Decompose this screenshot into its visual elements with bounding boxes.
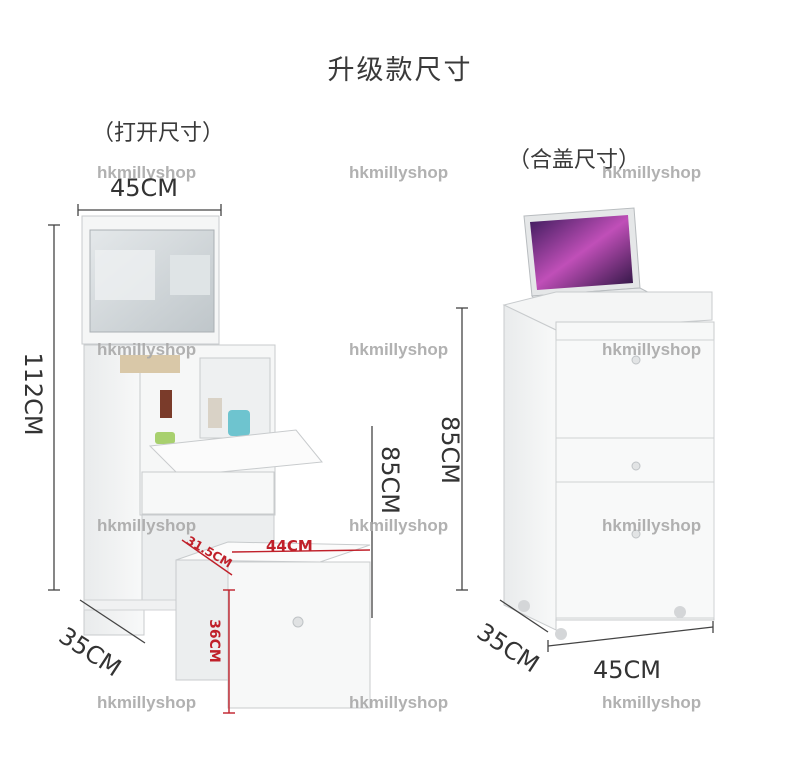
page-title: 升级款尺寸 [327,55,473,86]
watermark: hkmillyshop [97,516,197,535]
desk-height-label: 85CM [376,445,404,514]
open-vanity [81,215,323,636]
open-height-label: 112CM [19,352,47,436]
closed-height-label: 85CM [436,415,464,484]
watermark: hkmillyshop [602,163,702,182]
stool-width-label: 44CM [266,537,313,555]
closed-size-label: （合盖尺寸） [508,148,641,173]
stool-height-label: 36CM [206,619,222,663]
watermark: hkmillyshop [97,693,197,712]
dimension-lines [48,204,714,652]
watermark: hkmillyshop [349,163,449,182]
watermark: hkmillyshop [349,340,449,359]
open-size-label: （打开尺寸） [92,121,225,146]
watermark: hkmillyshop [97,163,197,182]
stool-dimension-lines [181,539,371,714]
watermark: hkmillyshop [97,340,197,359]
watermark: hkmillyshop [349,516,449,535]
open-width-label: 45CM [110,174,179,202]
watermark: hkmillyshop [602,693,702,712]
watermark: hkmillyshop [602,340,702,359]
watermark: hkmillyshop [602,516,702,535]
watermark: hkmillyshop [349,693,449,712]
closed-width-label: 45CM [593,656,662,684]
closed-cabinet [502,207,715,640]
